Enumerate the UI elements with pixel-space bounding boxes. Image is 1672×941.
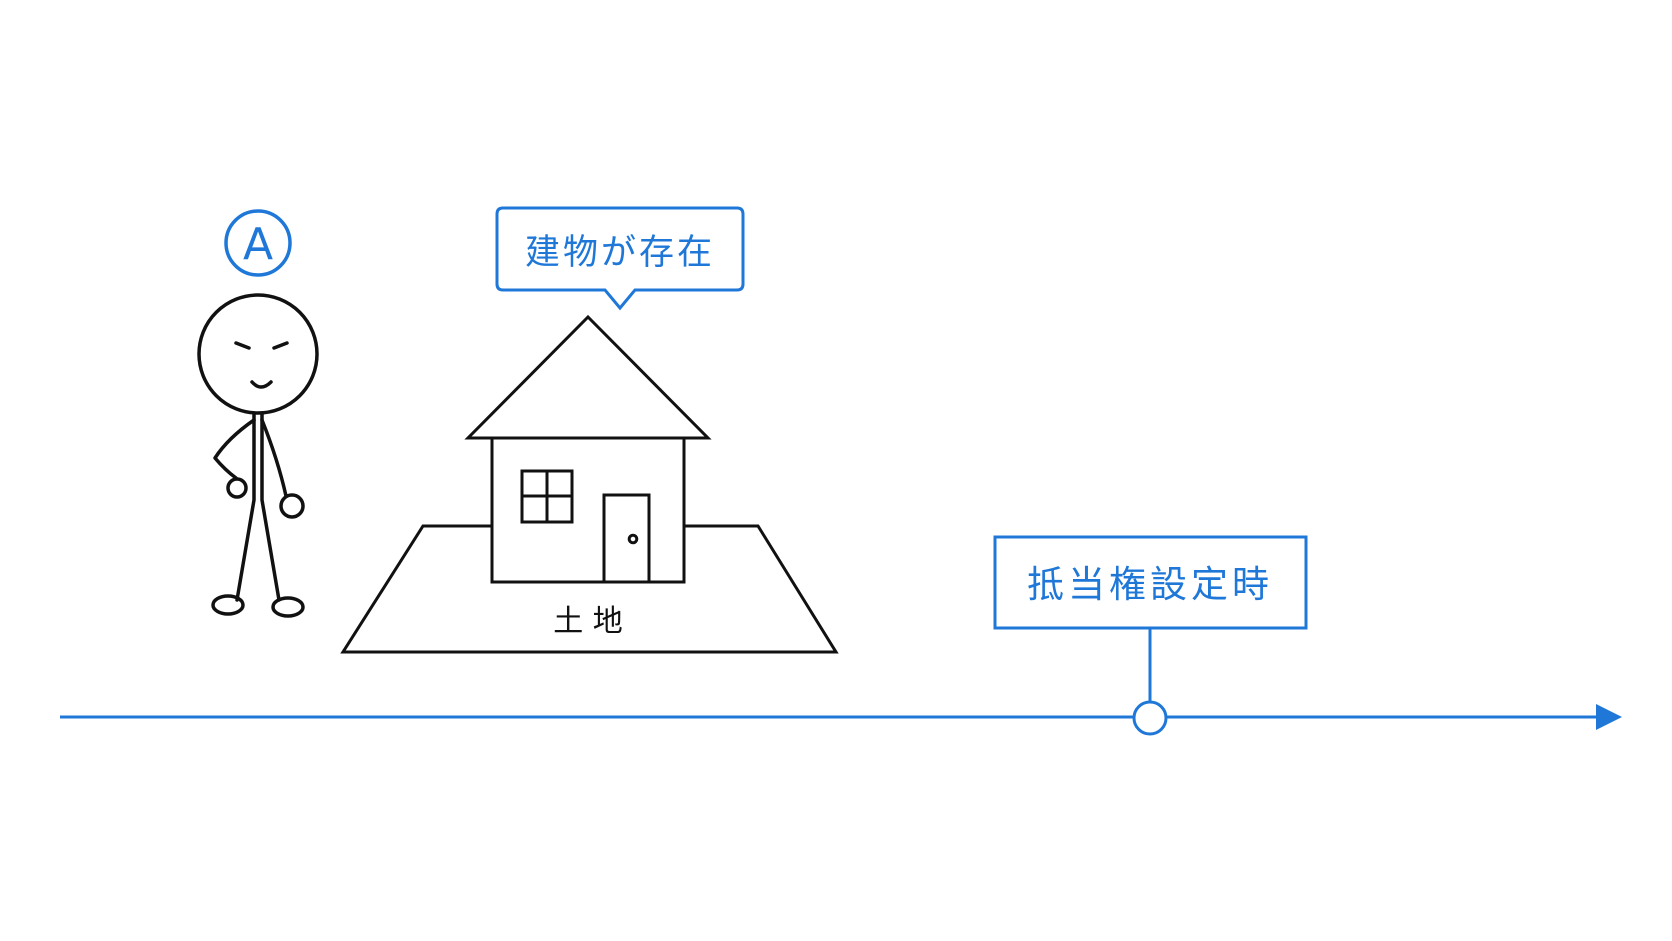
- event-label: 抵当権設定時: [1027, 563, 1273, 606]
- event-marker: [1132, 700, 1168, 736]
- person-a: A: [197, 209, 319, 618]
- timeline: 抵当権設定時: [60, 535, 1622, 736]
- land-and-house: [340, 314, 839, 654]
- house-icon: [464, 314, 712, 584]
- person-badge: A: [224, 209, 292, 277]
- event-label-box: [993, 535, 1308, 630]
- callout-text: 建物が存在: [525, 233, 715, 273]
- person-badge-label: A: [243, 219, 273, 270]
- stick-figure-icon: [197, 293, 319, 618]
- timeline-arrowhead-icon: [1596, 704, 1622, 730]
- timeline-event-mortgage: 抵当権設定時: [993, 535, 1308, 736]
- building-callout: 建物が存在: [495, 206, 745, 311]
- land-label: 土 地: [553, 604, 623, 639]
